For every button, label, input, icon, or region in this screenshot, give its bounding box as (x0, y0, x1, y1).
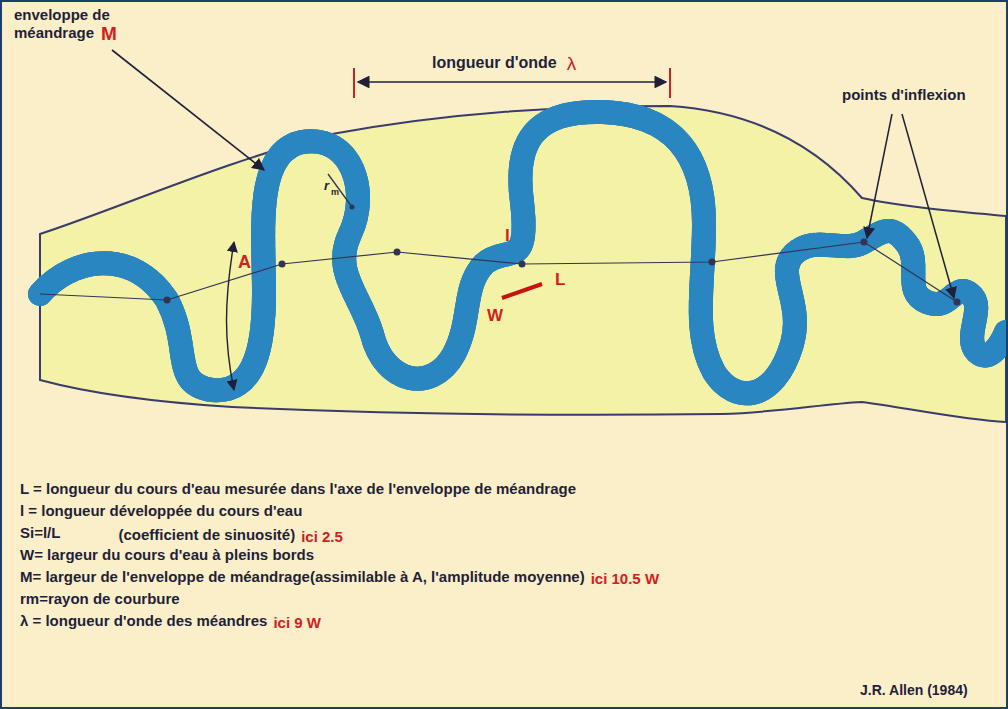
source-credit: J.R. Allen (1984) (860, 682, 968, 698)
note-line: (coefficient de sinuosité) (118, 526, 295, 543)
value-note: ici 2.5 (301, 528, 343, 545)
value-note: ici 9 W (273, 614, 321, 631)
radius-label: r (324, 179, 329, 194)
length-label: l (505, 226, 510, 246)
note-line: L = longueur du cours d'eau mesurée dans… (20, 480, 576, 497)
axis-length-label: L (555, 270, 565, 290)
envelope-label: méandrage (14, 24, 94, 41)
note-line: l = longueur développée du cours d'eau (20, 502, 302, 519)
symbol-label: λ (567, 53, 577, 75)
value-note: ici 10.5 W (591, 570, 659, 587)
envelope-label: enveloppe de (14, 6, 110, 23)
symbol-label: M (101, 23, 117, 45)
radius-subscript: m (331, 187, 339, 197)
note-line: M= largeur de l'enveloppe de méandrage(a… (20, 568, 585, 585)
amplitude-label: A (238, 252, 251, 273)
note-line: Si=l/L (20, 524, 60, 541)
inflection-label: points d'inflexion (842, 86, 966, 103)
width-label: W (487, 306, 503, 326)
wavelength-label: longueur d'onde (432, 54, 557, 72)
note-line: λ = longueur d'onde des méandres (20, 612, 267, 629)
note-line: W= largeur du cours d'eau à pleins bords (20, 546, 314, 563)
note-line: rm=rayon de courbure (20, 590, 180, 607)
